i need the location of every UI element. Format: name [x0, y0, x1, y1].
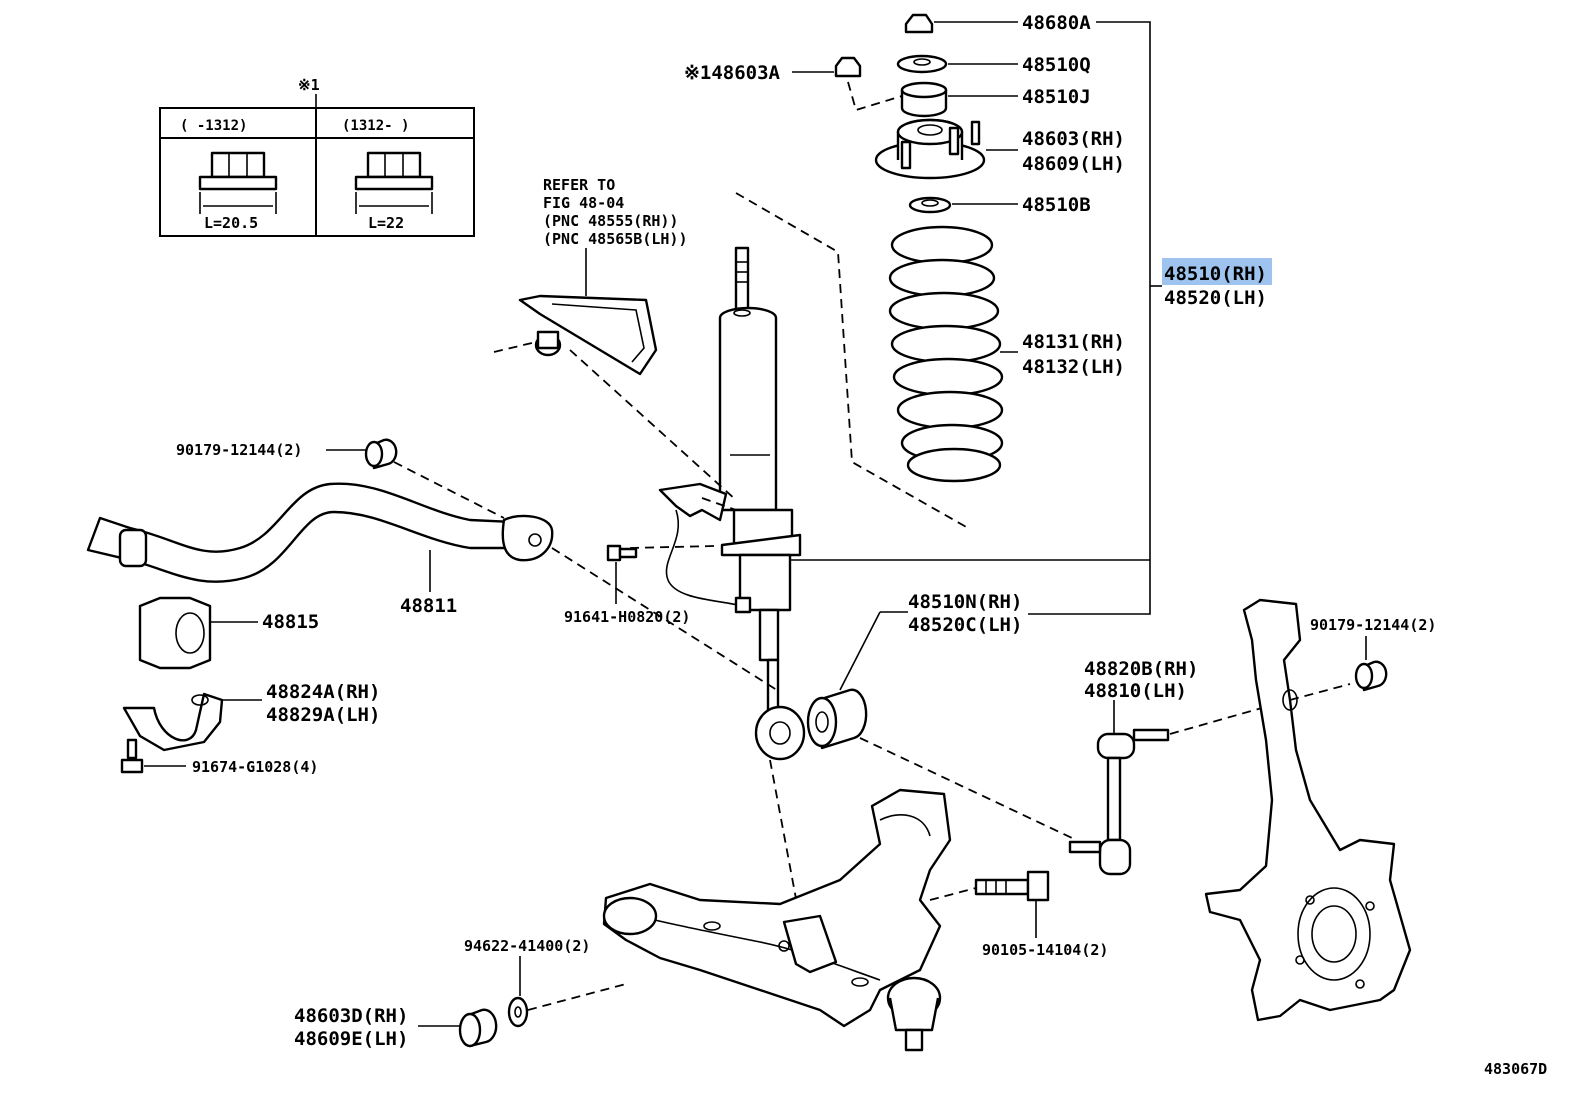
- label-48811: 48811: [400, 595, 457, 617]
- label-48820b-rh: 48820B(RH): [1084, 658, 1198, 680]
- stabilizer-bar-icon: [86, 482, 554, 583]
- label-48510n-rh: 48510N(RH): [908, 591, 1022, 613]
- label-48829a-lh: 48829A(LH): [266, 704, 380, 726]
- refer-line-3: (PNC 48555(RH)): [543, 212, 678, 230]
- label-91641: 91641-H0820(2): [564, 608, 690, 626]
- label-48609e-lh: 48609E(LH): [294, 1028, 408, 1050]
- table-col2-header: (1312- ): [342, 118, 409, 134]
- note-marker: ※1: [298, 76, 320, 94]
- lower-control-arm-icon: [602, 788, 952, 1028]
- bushing-48815-icon: [138, 596, 212, 670]
- flange-nut-icon-short: [198, 151, 278, 191]
- label-91674: 91674-G1028(4): [192, 758, 318, 776]
- note-table: ※1 ( -1312) (1312- ) L=20.5 L=22: [159, 76, 475, 237]
- label-48609-lh: 48609(LH): [1022, 153, 1125, 175]
- label-48824a-rh: 48824A(RH): [266, 681, 380, 703]
- label-48132-lh: 48132(LH): [1022, 356, 1125, 378]
- label-48680a: 48680A: [1022, 12, 1091, 34]
- flange-nut-icon-long: [354, 151, 434, 191]
- upper-mount-48603-icon: [874, 118, 986, 180]
- stabilizer-link-ref-icon: [518, 294, 658, 376]
- nut-48603d-icon: [458, 1008, 498, 1048]
- shock-absorber-icon: [718, 246, 806, 761]
- bolt-91674-icon: [120, 738, 144, 774]
- label-48603-rh: 48603(RH): [1022, 128, 1125, 150]
- refer-line-1: REFER TO: [543, 176, 615, 194]
- spring-seat-48510b-icon: [908, 196, 952, 214]
- highlight-48510: [1162, 258, 1272, 285]
- refer-line-4: (PNC 48565B(LH)): [543, 230, 688, 248]
- label-48510-rh: 48510(RH): [1164, 263, 1267, 285]
- label-48603d-rh: 48603D(RH): [294, 1005, 408, 1027]
- nut-90179-left-icon: [364, 438, 398, 470]
- label-48510q: 48510Q: [1022, 54, 1091, 76]
- nut-48603a-icon: [834, 56, 862, 78]
- label-90179-left: 90179-12144(2): [176, 441, 302, 459]
- bushing-48510n-icon: [806, 688, 868, 750]
- label-48510j: 48510J: [1022, 86, 1091, 108]
- label-48810-lh: 48810(LH): [1084, 680, 1187, 702]
- nut-90179-right-icon: [1354, 660, 1388, 692]
- table-col1-header: ( -1312): [180, 118, 247, 134]
- label-90105: 90105-14104(2): [982, 941, 1108, 959]
- washer-94622-icon: [507, 996, 529, 1028]
- figure-id: 483067D: [1484, 1060, 1547, 1078]
- label-48815: 48815: [262, 611, 319, 633]
- washer-48510q-icon: [896, 54, 948, 74]
- abs-bracket-icon: [658, 482, 752, 614]
- label-48520-lh: 48520(LH): [1164, 287, 1267, 309]
- bolt-90105-icon: [974, 870, 1050, 902]
- refer-line-2: FIG 48-04: [543, 194, 624, 212]
- stabilizer-link-48820b-icon: [1068, 728, 1170, 876]
- table-col1-dim: L=20.5: [204, 214, 258, 232]
- label-90179-right: 90179-12144(2): [1310, 616, 1436, 634]
- bolt-91641-icon: [606, 544, 638, 562]
- label-48520c-lh: 48520C(LH): [908, 614, 1022, 636]
- coil-spring-48131-icon: [888, 225, 1004, 483]
- label-48603a: ※148603A: [684, 62, 781, 84]
- label-94622: 94622-41400(2): [464, 937, 590, 955]
- bracket-48824a-icon: [122, 692, 224, 752]
- bump-stop-48510j-icon: [900, 81, 948, 118]
- steering-knuckle-icon: [1204, 598, 1412, 1022]
- label-48510b: 48510B: [1022, 194, 1091, 216]
- ball-joint-icon: [886, 976, 942, 1052]
- nut-48680a-icon: [904, 13, 934, 34]
- label-48131-rh: 48131(RH): [1022, 331, 1125, 353]
- table-col2-dim: L=22: [368, 214, 404, 232]
